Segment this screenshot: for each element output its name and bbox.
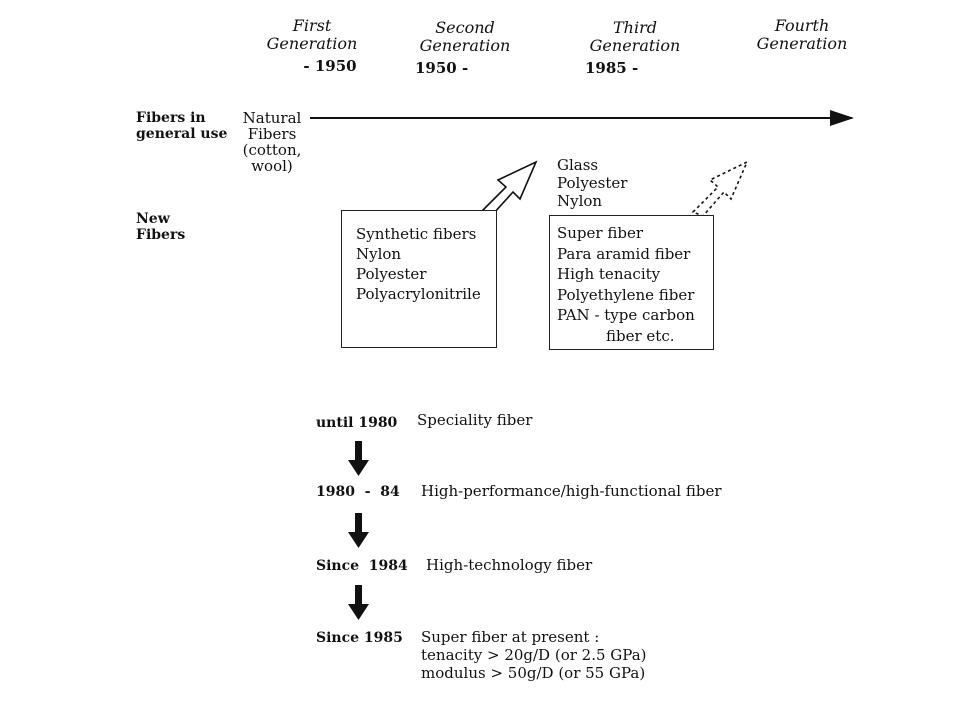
generation-4-label: Fourth Generation — [756, 16, 848, 53]
hollow-arrow-second-gen — [481, 160, 538, 215]
natural-fibers-line: (cotton, — [242, 141, 302, 159]
natural-fibers-line: wool) — [251, 157, 293, 175]
synthetic-box-line: Polyester — [356, 265, 427, 283]
super-box-line: High tenacity — [557, 265, 661, 283]
timeline-desc-line: tenacity > 20g/D (or 2.5 GPa) — [421, 646, 647, 664]
super-box-line: Para aramid fiber — [557, 244, 691, 263]
generation-3-label: Third Generation — [589, 18, 681, 55]
timeline-year: until 1980 — [316, 415, 398, 431]
timeline-desc: High-performance/high-functional fiber — [421, 482, 722, 500]
super-box-line: Polyethylene fiber — [557, 285, 695, 304]
natural-fibers-label: Natural Fibers (cotton, wool) — [236, 110, 308, 174]
generation-1-header: First Generation - 1950 — [262, 16, 362, 76]
third-gen-line: Glass — [557, 156, 599, 174]
down-arrow-icon — [348, 513, 369, 548]
super-fiber-box: Super fiber Para aramid fiber High tenac… — [549, 215, 714, 350]
generation-3-header: Third Generation 1985 - — [585, 18, 685, 78]
natural-fibers-line: Natural — [242, 109, 302, 127]
generation-2-year: 1950 - — [415, 59, 469, 77]
timeline-year: 1980 - 84 — [316, 484, 400, 500]
timeline-year: Since 1985 — [316, 630, 403, 646]
super-box-line: fiber etc. — [606, 326, 675, 345]
third-gen-line: Polyester — [557, 174, 628, 192]
row-header-general-use: Fibers in general use — [136, 110, 228, 142]
synthetic-box-line: Synthetic fibers — [356, 225, 477, 243]
timeline-year: Since 1984 — [316, 558, 408, 574]
super-box-line: Super fiber — [557, 224, 644, 242]
timeline-desc-line: modulus > 50g/D (or 55 GPa) — [421, 664, 646, 682]
third-gen-general-fibers: Glass Polyester Nylon — [557, 156, 627, 210]
timeline-desc-line: Super fiber at present : — [421, 628, 600, 646]
timeline-desc-block: Super fiber at present : tenacity > 20g/… — [421, 628, 647, 682]
down-arrow-icon — [348, 441, 369, 476]
third-gen-line: Nylon — [557, 192, 603, 210]
generation-1-label: First Generation — [266, 16, 358, 53]
super-box-line: PAN - type carbon — [557, 306, 695, 324]
generation-3-year: 1985 - — [585, 59, 639, 77]
timeline-desc: High-technology fiber — [426, 556, 593, 574]
synthetic-fibers-box: Synthetic fibers Nylon Polyester Polyacr… — [341, 210, 497, 348]
generation-4-header: Fourth Generation — [752, 17, 852, 53]
generation-1-year: - 1950 — [303, 57, 357, 75]
natural-fibers-line: Fibers — [247, 125, 297, 143]
synthetic-box-line: Polyacrylonitrile — [356, 285, 481, 303]
row-header-new-fibers: New Fibers — [136, 211, 186, 243]
down-arrow-icon — [348, 585, 369, 620]
generation-2-header: Second Generation 1950 - — [415, 18, 515, 78]
synthetic-box-line: Nylon — [356, 245, 402, 263]
generation-2-label: Second Generation — [419, 18, 511, 55]
timeline-desc: Speciality fiber — [417, 411, 533, 429]
dotted-arrow-fourth-gen — [691, 160, 749, 217]
